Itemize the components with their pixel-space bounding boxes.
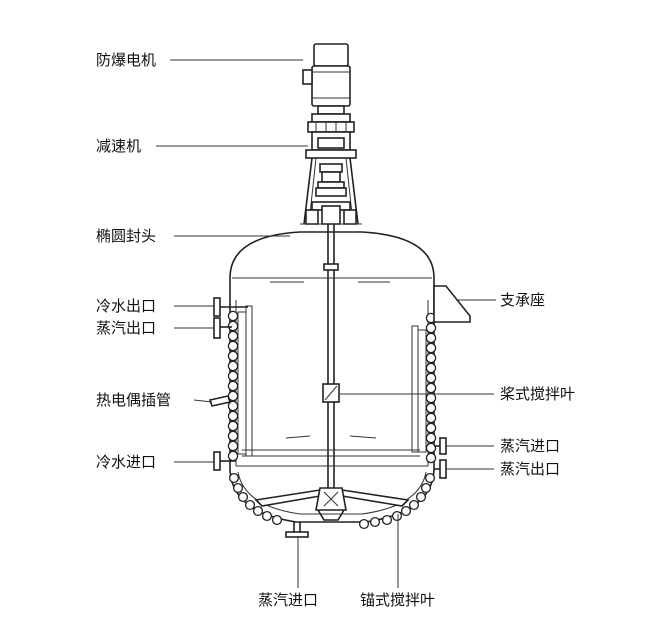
coil-turn <box>420 482 432 494</box>
label-steam-in-right: 蒸汽进口 <box>500 437 561 455</box>
coil-turn <box>227 410 239 422</box>
motor-drawing <box>302 43 351 115</box>
coil-turn <box>227 440 239 452</box>
coil-turn <box>252 505 264 517</box>
coil-turn <box>425 412 437 424</box>
left-coil-circles <box>227 310 239 462</box>
label-cold-water-in: 冷水进口 <box>96 453 157 471</box>
coil-turn <box>227 380 239 392</box>
shaft-coupling <box>323 263 339 271</box>
coil-turn <box>227 420 239 432</box>
coil-turn <box>400 505 412 517</box>
thermo-tube-drawing <box>208 395 232 407</box>
coil-turn <box>381 514 393 526</box>
label-head: 椭圆封头 <box>96 227 157 245</box>
coil-turn <box>244 499 256 511</box>
right-coil-circles <box>425 312 437 464</box>
coil-turn <box>227 370 239 382</box>
coil-turn <box>425 432 437 444</box>
coil-turn <box>227 360 239 372</box>
label-steam-in-bottom: 蒸汽进口 <box>258 591 319 609</box>
coil-turn <box>425 362 437 374</box>
label-steam-out-right: 蒸汽出口 <box>500 460 561 478</box>
steam-in-bottom-nozzle <box>285 522 309 538</box>
left-coil <box>237 305 253 457</box>
anchor-agitator-drawing <box>254 487 410 521</box>
coil-turn <box>425 352 437 364</box>
coil-turn <box>424 472 436 484</box>
coil-turn <box>391 510 403 522</box>
label-reducer: 减速机 <box>96 137 142 155</box>
steam-in-right-nozzle <box>434 437 447 455</box>
vessel-drawing <box>229 231 435 523</box>
leader-lines <box>156 59 496 588</box>
coil-turn <box>425 322 437 334</box>
coil-turn <box>232 482 244 494</box>
coil-turn <box>425 422 437 434</box>
coil-turn <box>227 450 239 462</box>
cold-water-out-nozzle <box>213 297 248 317</box>
label-anchor-agitator: 锚式搅拌叶 <box>360 591 436 609</box>
coil-turn <box>425 372 437 384</box>
coil-turn <box>425 442 437 454</box>
coil-turn <box>415 491 427 503</box>
right-coil <box>411 325 427 453</box>
coil-turn <box>425 392 437 404</box>
bottom-coil-circles <box>228 472 436 530</box>
coil-turn <box>425 402 437 414</box>
label-motor: 防爆电机 <box>96 51 157 69</box>
coil-turn <box>227 340 239 352</box>
label-steam-out-left: 蒸汽出口 <box>96 319 157 337</box>
coil-turn <box>227 350 239 362</box>
cold-water-in-nozzle <box>213 451 236 471</box>
frame-drawing <box>300 157 362 225</box>
coil-turn <box>227 320 239 332</box>
coil-turn <box>261 510 273 522</box>
coil-turn <box>227 400 239 412</box>
paddle-agitator-drawing <box>322 383 340 403</box>
coil-turn <box>408 499 420 511</box>
coil-turn <box>425 382 437 394</box>
coil-turn <box>228 472 240 484</box>
coil-turn <box>227 430 239 442</box>
coil-turn <box>227 330 239 342</box>
coil-turn <box>425 332 437 344</box>
reducer-drawing <box>305 113 357 159</box>
coil-turn <box>271 514 283 526</box>
steam-out-right-nozzle <box>434 459 447 479</box>
coil-turn <box>227 310 239 322</box>
label-support: 支承座 <box>500 291 546 309</box>
coil-turn <box>425 342 437 354</box>
label-cold-water-out: 冷水出口 <box>96 297 157 315</box>
label-paddle-agitator: 桨式搅拌叶 <box>500 385 576 403</box>
coil-turn <box>358 518 370 530</box>
coil-turn <box>425 452 437 464</box>
coil-turn <box>369 516 381 528</box>
support-bracket <box>433 285 471 323</box>
coil-turn <box>237 491 249 503</box>
label-thermo-tube: 热电偶插管 <box>96 391 172 409</box>
